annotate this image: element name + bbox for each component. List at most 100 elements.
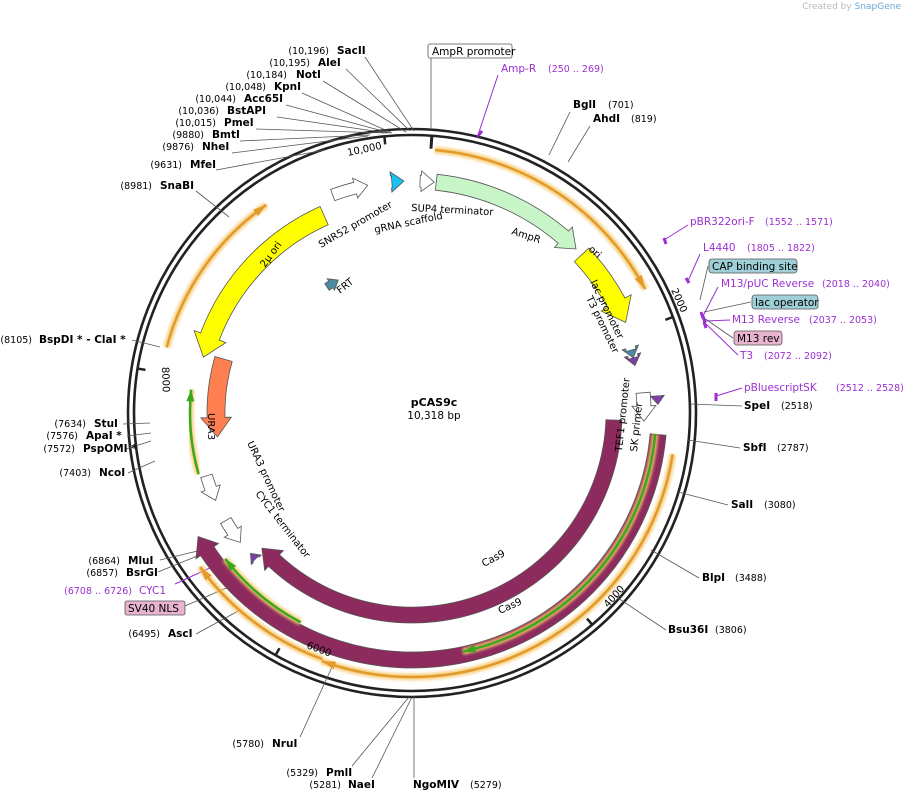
site-name-bsu36i: Bsu36I [668,624,708,636]
leader-bmti [239,134,371,142]
site-label-kpni: (10,048)KpnI [225,81,301,93]
callout-leader-lacop [703,301,752,313]
site-pos-ncoi: (7403) [59,468,91,479]
site-pos-mlui: (6864) [88,556,120,567]
site-name-sali: SalI [731,499,753,511]
orf-ampr-arc-head [634,274,646,290]
site-label-bstapi: (10,036)BstAPI [178,105,266,117]
plasmid-name: pCAS9c [411,396,458,409]
feature-sk-primer [649,394,666,406]
primer-name-m13-puc: M13/pUC Reverse [721,278,814,290]
feature-ura3 [199,356,233,438]
site-pos-naei: (5281) [309,780,341,791]
site-name-alei: AleI [318,57,341,69]
plasmid-size: 10,318 bp [407,410,461,422]
site-name-asci: AscI [168,628,193,640]
site-label-mlui: (6864)MluI [88,555,153,567]
feature-ura3-promoter [200,473,221,502]
tick-6000 [274,647,281,656]
feature-cyc1-terminator [220,516,242,543]
tick-8000 [137,367,146,372]
orf-ampr-arc [434,148,647,290]
primer-tick-t3 [702,321,708,329]
feature-snr52-promoter [330,177,369,202]
feature-grna-scaffold [389,170,405,193]
site-pos-pmei: (10,015) [175,118,216,129]
feature-ori [573,247,632,323]
site-label-sbfi: SbfI(2787) [743,442,809,454]
site-name-bgli: BglI [573,99,596,111]
site-pos-ahdi: (819) [631,114,657,125]
primer-pos-pbr322ori: (1552 .. 1571) [765,217,833,228]
leader-nhei [231,135,369,154]
leader-stui [122,422,151,425]
site-pos-mfei: (9631) [150,160,182,171]
orf-cas9-outer-arc-head [321,661,336,670]
site-pos-asci: (6495) [128,629,160,640]
orf-cas9-mid-arc [198,566,323,661]
tick-marks [137,135,674,656]
callout-lac-operator-label: lac operator [755,297,819,309]
site-label-noti: (10,184)NotI [246,69,321,81]
site-name-bmti: BmtI [212,129,240,141]
callout-m13-rev: M13 rev [733,330,783,346]
site-label-alei: (10,195) AleI [269,57,340,69]
feature-sv40-nls [250,552,263,566]
callout-leader-m13rev [703,317,734,339]
primer-label-m13-reverse: M13 Reverse(2037 .. 2053) [732,314,877,326]
primer-pos-m13-reverse: (2037 .. 2053) [809,315,877,326]
site-pos-bstapi: (10,036) [178,106,219,117]
snapgene-logo: SnapGene [854,2,901,12]
primer-leader-amp-r [476,74,499,139]
site-name-acc65i: Acc65I [244,93,283,105]
primer-leader-m13-puc [702,286,719,317]
primer-label-amp-r: Amp-R(250 .. 269) [501,63,604,75]
site-name-kpni: KpnI [274,81,301,93]
tick-label-10000: 10,000 [346,141,383,159]
site-name-pmei: PmeI [224,117,254,129]
callout-sv40-nls: SV40 NLS [124,600,186,616]
snapgene-credit: Created by SnapGene [802,2,901,12]
site-label-sacii: (10,196)SacII [288,45,365,57]
primer-label-pbr322ori: pBR322ori-F(1552 .. 1571) [690,216,833,228]
site-label-snabi: (8981)SnaBI [120,180,194,192]
site-name-ahdi: AhdI [593,113,620,125]
backbone-inner [132,133,692,693]
site-leaders [122,56,752,779]
callout-ampr-promoter-label: AmpR promoter [432,46,516,58]
primer-pos-cyc1: (6708 .. 6726) [64,586,132,597]
site-label-ncoi: (7403)NcoI [59,467,125,479]
orf-green-right-arc [462,434,657,653]
site-name-nhei: NheI [202,141,229,153]
leader-acc65i [285,104,391,134]
primer-leader-m13-reverse [704,319,731,322]
site-pos-alei: (10,195) [269,58,310,69]
site-name-nrui: NruI [272,738,297,750]
callout-leader-cap [699,265,709,301]
feature-arrows [193,170,667,669]
leader-spei [689,403,743,407]
site-name-pspomi: PspOMI * [83,443,137,455]
credit-prefix: Created by [802,2,852,12]
callout-m13-rev-label: M13 rev [737,333,780,345]
feature-t3-region [623,352,642,367]
site-pos-spei: (2518) [781,401,813,412]
site-name-ngomiv: NgoMIV [413,779,460,791]
site-label-apai: (7576)ApaI * [46,430,122,442]
primer-tick-amp-r [476,130,484,137]
leader-nrui [299,666,333,738]
site-label-acc65i: (10,044)Acc65I [195,93,283,105]
primer-name-t3: T3 [739,350,753,362]
feature-label-sk-primer: SK primer [629,401,645,452]
origin-marker [429,135,434,149]
leader-asci [195,609,241,635]
orf-left-arc-head [253,204,267,216]
leader-pmei [255,128,387,134]
feature-label-cas9-inner: Cas9 [480,548,507,569]
site-pos-bsrgi: (6857) [86,568,118,579]
site-label-bsu36i: Bsu36I(3806) [668,624,747,636]
site-label-ngomiv: NgoMIV(5279) [413,779,502,791]
feature-sup4-terminator [419,170,435,193]
site-label-ahdi: AhdI (819) [593,113,657,125]
site-name-bspdi: BspDI * - ClaI * [39,334,126,346]
